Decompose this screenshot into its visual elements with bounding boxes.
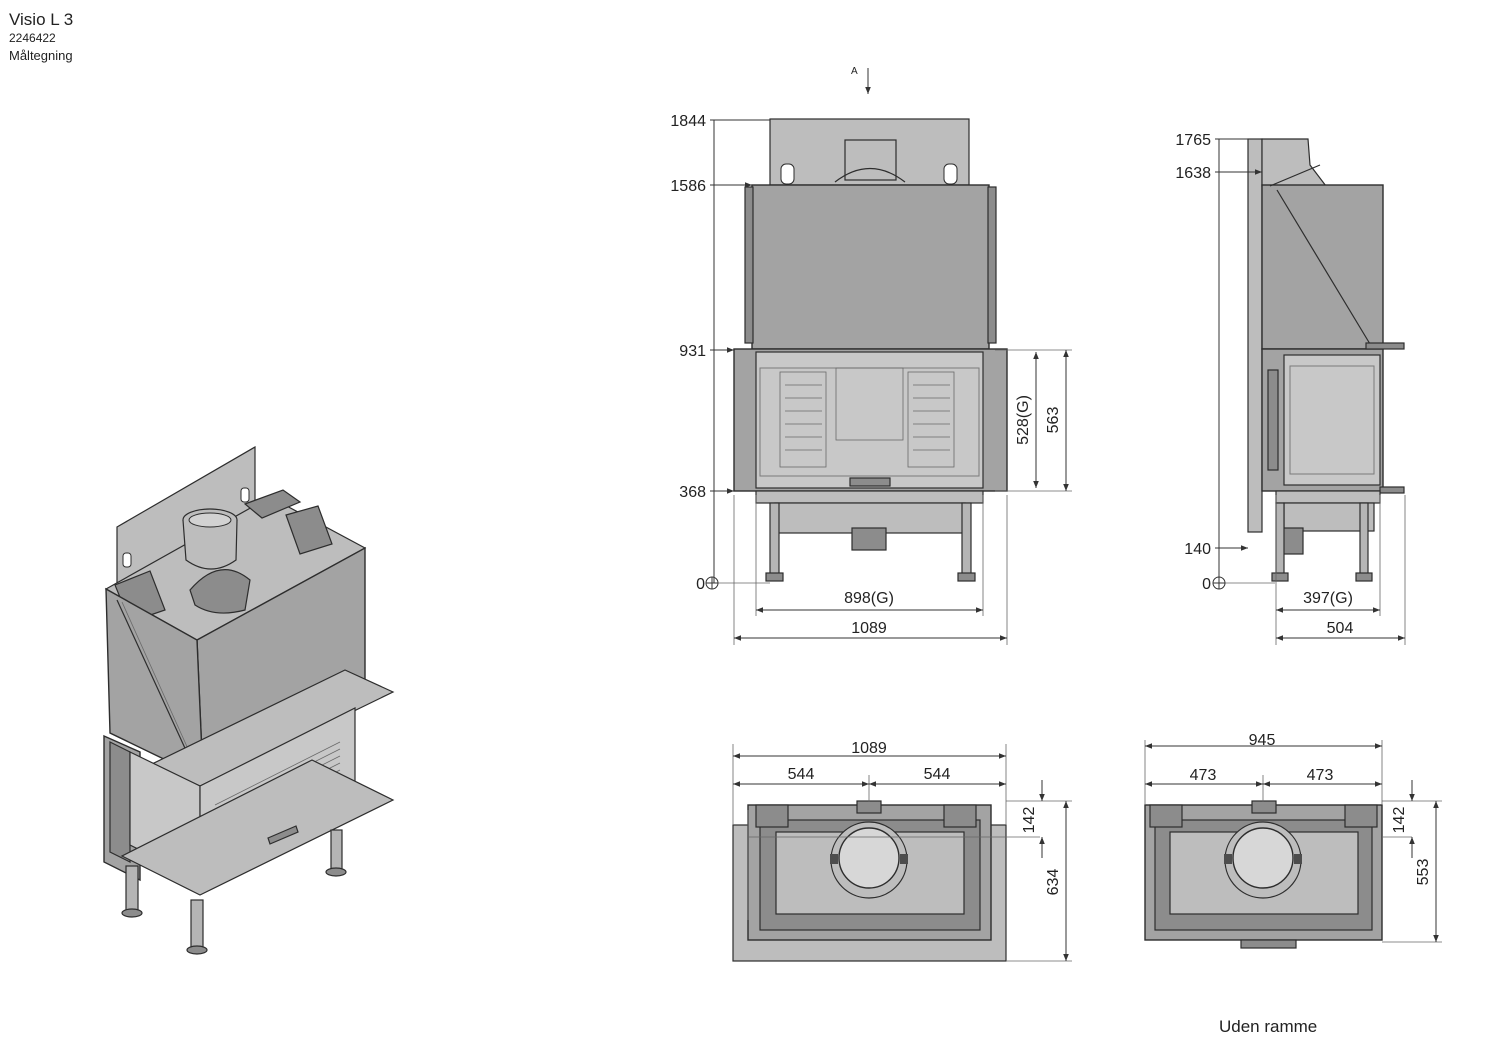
iso-flue-elbow xyxy=(189,569,251,614)
glass-depth-dim: 397(G) xyxy=(1303,590,1353,607)
front-total-width-dim: 1089 xyxy=(851,620,887,637)
front-height-0: 0 xyxy=(696,576,705,593)
glass-width-dim: 898(G) xyxy=(844,590,894,607)
side-leg xyxy=(1275,502,1285,577)
side-view: 1765 1638 140 0 397(G) 504 xyxy=(1175,132,1406,645)
side-height-140: 140 xyxy=(1184,541,1211,558)
top-frame-total-width: 1089 xyxy=(851,740,887,757)
front-body xyxy=(751,184,990,350)
front-leg xyxy=(769,502,780,577)
top-frame-total-depth: 634 xyxy=(1045,869,1062,896)
noframe-flue-offset: 142 xyxy=(1391,807,1408,834)
front-glass xyxy=(755,351,984,489)
top-view-no-frame: 945 473 473 142 553 xyxy=(1144,732,1442,949)
top-frame-half-right: 544 xyxy=(924,766,951,783)
top-frame-half-left: 544 xyxy=(788,766,815,783)
noframe-half-left: 473 xyxy=(1190,767,1217,784)
iso-leg xyxy=(330,829,343,871)
side-total-depth-dim: 504 xyxy=(1327,620,1354,637)
front-height-1844: 1844 xyxy=(670,113,706,130)
iso-bottom-shelf xyxy=(120,759,395,896)
front-base xyxy=(755,490,984,504)
side-height-0: 0 xyxy=(1202,576,1211,593)
top-frame-flue-offset: 142 xyxy=(1021,807,1038,834)
section-marker: A xyxy=(851,66,858,77)
drawing-subtitle: Måltegning xyxy=(9,48,73,63)
no-frame-caption: Uden ramme xyxy=(1219,1017,1318,1036)
front-view: A xyxy=(670,66,1072,645)
side-leg xyxy=(1359,502,1369,577)
side-base xyxy=(1275,490,1381,504)
front-flue xyxy=(844,139,897,181)
isometric-view xyxy=(103,445,395,955)
drawing-title: Visio L 3 xyxy=(9,10,74,29)
side-glass xyxy=(1283,354,1381,486)
side-height-1765: 1765 xyxy=(1175,132,1211,149)
noframe-total-depth: 553 xyxy=(1415,859,1432,886)
glass-height-dim: 528(G) xyxy=(1015,395,1032,445)
side-body xyxy=(1261,184,1384,350)
iso-leg xyxy=(190,899,204,949)
iso-leg xyxy=(125,865,139,913)
front-height-931: 931 xyxy=(679,343,706,360)
front-height-368: 368 xyxy=(679,484,706,501)
side-back-plate xyxy=(1247,138,1263,533)
product-code: 2246422 xyxy=(9,31,56,45)
side-height-1638: 1638 xyxy=(1175,165,1211,182)
side-flue xyxy=(1261,138,1328,187)
noframe-total-width: 945 xyxy=(1249,732,1276,749)
door-height-dim: 563 xyxy=(1045,407,1062,434)
front-leg xyxy=(961,502,972,577)
noframe-half-right: 473 xyxy=(1307,767,1334,784)
top-view-frame: 1089 544 544 142 634 xyxy=(732,740,1072,962)
front-height-1586: 1586 xyxy=(670,178,706,195)
